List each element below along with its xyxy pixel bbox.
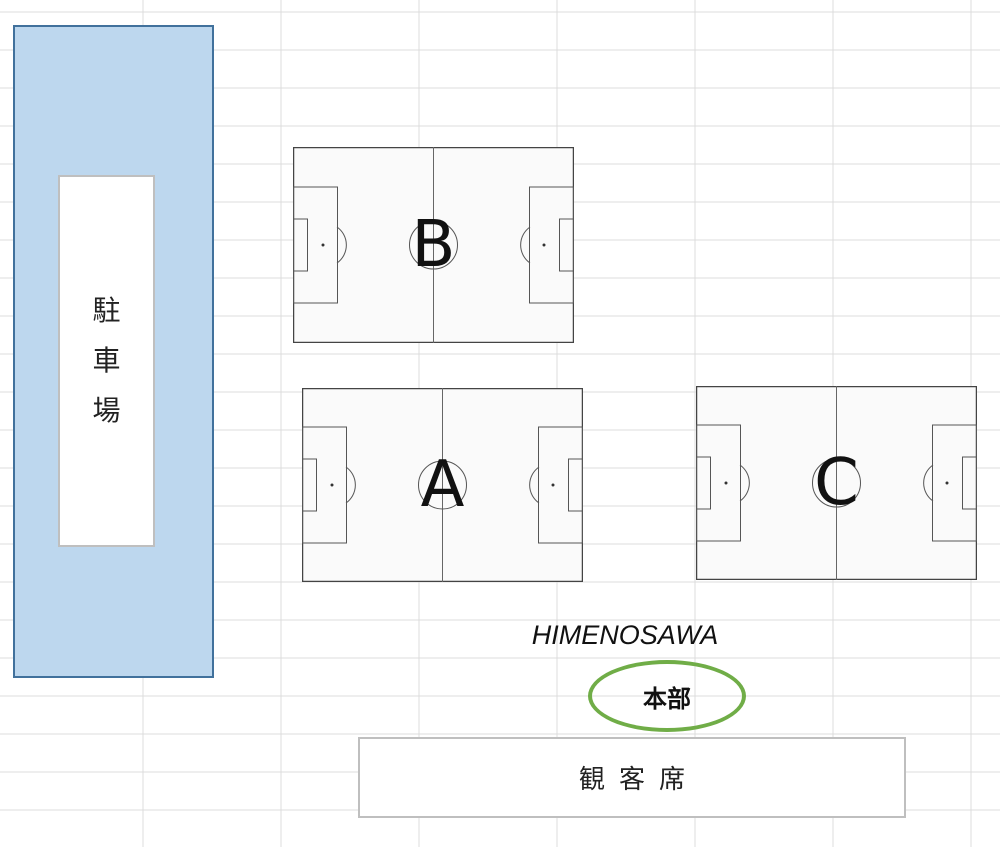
goal-area-right [962,456,977,510]
spectator-stand: 観客席 [358,737,906,818]
site-name: HIMENOSAWA [531,620,719,650]
penalty-arc-right [520,226,531,264]
pitch-b-markings [293,147,574,343]
penalty-spot-left [321,243,325,247]
goal-area-left [696,456,711,510]
penalty-arc-left [739,464,750,502]
penalty-spot-right [551,483,555,487]
penalty-spot-left [724,481,728,485]
center-circle [409,220,458,270]
penalty-spot-right [542,243,546,247]
goal-area-right [559,218,574,272]
penalty-arc-right [529,466,540,504]
pitch-c-markings [696,386,977,580]
penalty-arc-right [923,464,934,502]
penalty-arc-left [345,466,356,504]
penalty-arc-left [336,226,347,264]
pitch-c: C [696,386,977,580]
penalty-spot-right [945,481,949,485]
pitch-a-label: A [420,448,465,522]
parking-char: 車 [92,344,121,377]
goal-area-right [568,458,583,512]
spectator-stand-label: 観客席 [578,765,699,795]
pitch-b-label: B [411,208,456,282]
goal-area-left [302,458,317,512]
goal-area-left [293,218,308,272]
parking-char: 場 [92,394,121,427]
headquarters-label: 本部 [643,684,691,713]
pitch-b: B [293,147,574,343]
penalty-spot-left [330,483,334,487]
center-circle [812,458,861,508]
headquarters-marker: 本部 [588,660,746,732]
parking-label-box: 駐 車 場 [58,175,155,547]
pitch-a-markings [302,388,583,582]
pitch-a: A [302,388,583,582]
pitch-c-label: C [814,446,859,520]
center-circle [418,460,467,510]
parking-char: 駐 [92,294,121,327]
